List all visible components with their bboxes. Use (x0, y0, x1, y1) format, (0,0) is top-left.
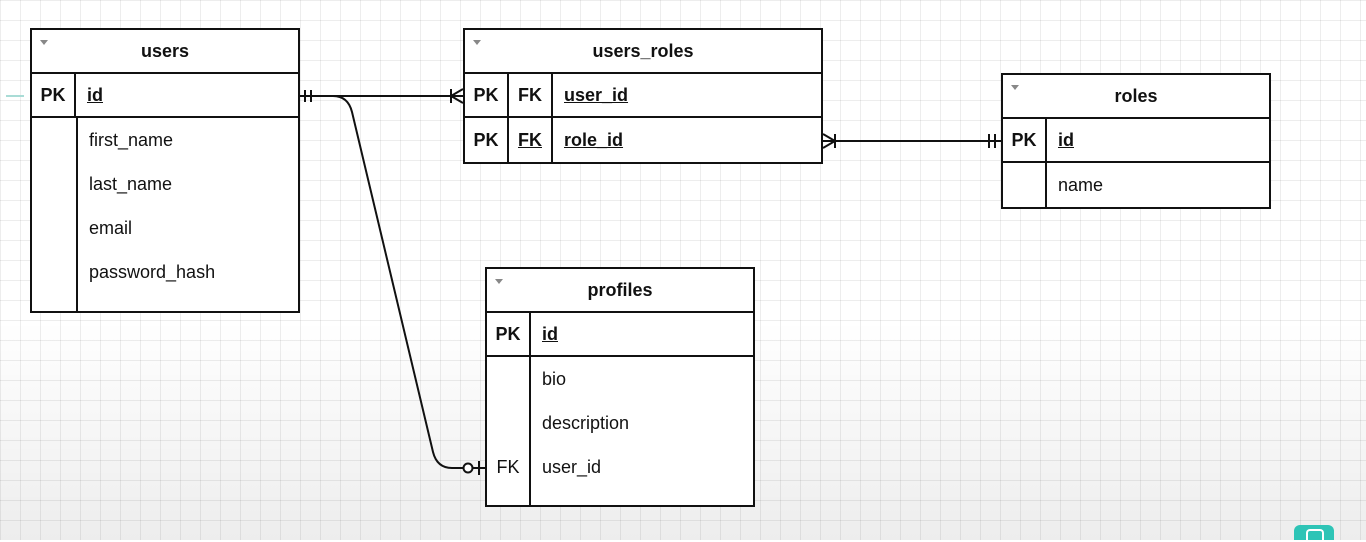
table-title: profiles (587, 279, 653, 300)
collapse-icon[interactable] (1011, 85, 1019, 90)
key-label (487, 357, 531, 401)
field-name: user_id (542, 456, 602, 477)
field-row[interactable]: description (487, 401, 753, 445)
field-name: first_name (89, 129, 174, 150)
fields-block: first_name last_name email password_hash (32, 118, 298, 311)
field-name: name (1058, 174, 1104, 195)
table-users-roles[interactable]: users_roles PK FK user_id PK FK role_id (463, 28, 823, 164)
field-name: id (1058, 129, 1074, 150)
crowfoot-marker (449, 88, 464, 104)
field-name: description (542, 412, 630, 433)
collapse-icon[interactable] (495, 279, 503, 284)
table-header: users_roles (465, 30, 821, 74)
key-label: PK (487, 313, 531, 355)
zero-marker (462, 462, 474, 474)
field-row[interactable]: bio (487, 357, 753, 401)
key-label (487, 401, 531, 445)
app-logo-icon (1294, 525, 1334, 542)
pk-row[interactable]: PK id (32, 74, 298, 118)
table-title: users_roles (592, 40, 694, 61)
field-row[interactable]: FK user_id (487, 445, 753, 489)
field-name: id (87, 84, 103, 105)
pk-row[interactable]: PK FK role_id (465, 118, 821, 162)
pk-row[interactable]: PK id (1003, 119, 1269, 163)
edge-marker (6, 95, 24, 97)
key-label: PK (465, 74, 509, 116)
table-users[interactable]: users PK id first_name last_name email p… (30, 28, 300, 313)
field-row[interactable]: password_hash (32, 250, 298, 294)
pk-row[interactable]: PK id (487, 313, 753, 357)
pk-row[interactable]: PK FK user_id (465, 74, 821, 118)
field-name: role_id (564, 129, 624, 150)
table-title: roles (1114, 85, 1158, 106)
collapse-icon[interactable] (473, 40, 481, 45)
field-row[interactable]: last_name (32, 162, 298, 206)
field-name: user_id (564, 84, 629, 105)
table-header: users (32, 30, 298, 74)
field-row[interactable]: email (32, 206, 298, 250)
field-name: bio (542, 368, 567, 389)
table-header: roles (1003, 75, 1269, 119)
field-name: password_hash (89, 261, 216, 282)
fields-block: bio description FK user_id (487, 357, 753, 505)
key-label: PK (32, 74, 76, 116)
field-name: id (542, 323, 558, 344)
table-header: profiles (487, 269, 753, 313)
key-label: FK (509, 118, 553, 162)
table-profiles[interactable]: profiles PK id bio description FK user_i… (485, 267, 755, 507)
key-label: PK (465, 118, 509, 162)
table-roles[interactable]: roles PK id name (1001, 73, 1271, 209)
collapse-icon[interactable] (40, 40, 48, 45)
table-title: users (140, 40, 190, 61)
field-row[interactable]: name (1003, 163, 1269, 207)
field-row[interactable]: first_name (32, 118, 298, 162)
key-label: FK (509, 74, 553, 116)
key-label: FK (487, 445, 531, 489)
key-label: PK (1003, 119, 1047, 161)
field-name: email (89, 217, 133, 238)
rel-users-profiles (300, 95, 486, 469)
field-name: last_name (89, 173, 173, 194)
